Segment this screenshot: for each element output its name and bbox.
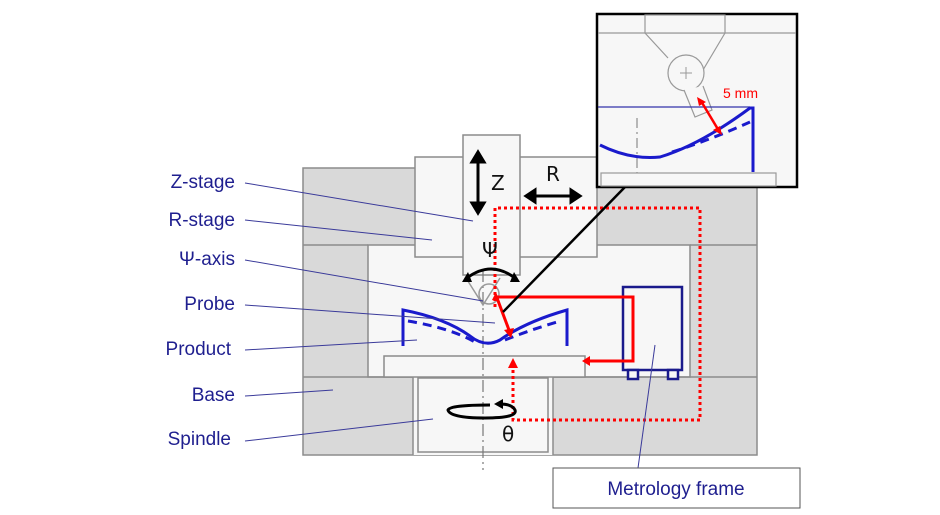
inset-pointer: [502, 186, 626, 313]
psi-symbol: Ψ: [482, 238, 498, 262]
label-product: Product: [166, 339, 232, 360]
label-metrology-frame: Metrology frame: [607, 479, 744, 500]
label-r-stage: R-stage: [168, 210, 235, 231]
leader-lines: [244, 182, 656, 469]
platform: [383, 355, 586, 378]
label-z-stage: Z-stage: [171, 172, 235, 193]
r-arrow-icon: [523, 187, 583, 205]
theta-symbol: θ: [502, 422, 514, 446]
label-spindle: Spindle: [168, 429, 231, 450]
z-arrow-icon: [469, 149, 487, 216]
label-psi-axis: Ψ-axis: [179, 249, 235, 270]
label-base: Base: [192, 385, 235, 406]
label-probe: Probe: [184, 294, 235, 315]
dimension-label: 5 mm: [723, 85, 758, 101]
probe-detail-inset: 5 mm: [595, 12, 799, 189]
metrology-frame-callout: [552, 467, 801, 509]
dimension-arrow-icon: [699, 100, 721, 132]
theta-arrow-icon: [446, 402, 517, 420]
metrology-loop: [493, 206, 702, 422]
psi-arrow-icon: [466, 267, 516, 280]
r-symbol: R: [546, 162, 560, 186]
z-symbol: Z: [491, 171, 505, 195]
